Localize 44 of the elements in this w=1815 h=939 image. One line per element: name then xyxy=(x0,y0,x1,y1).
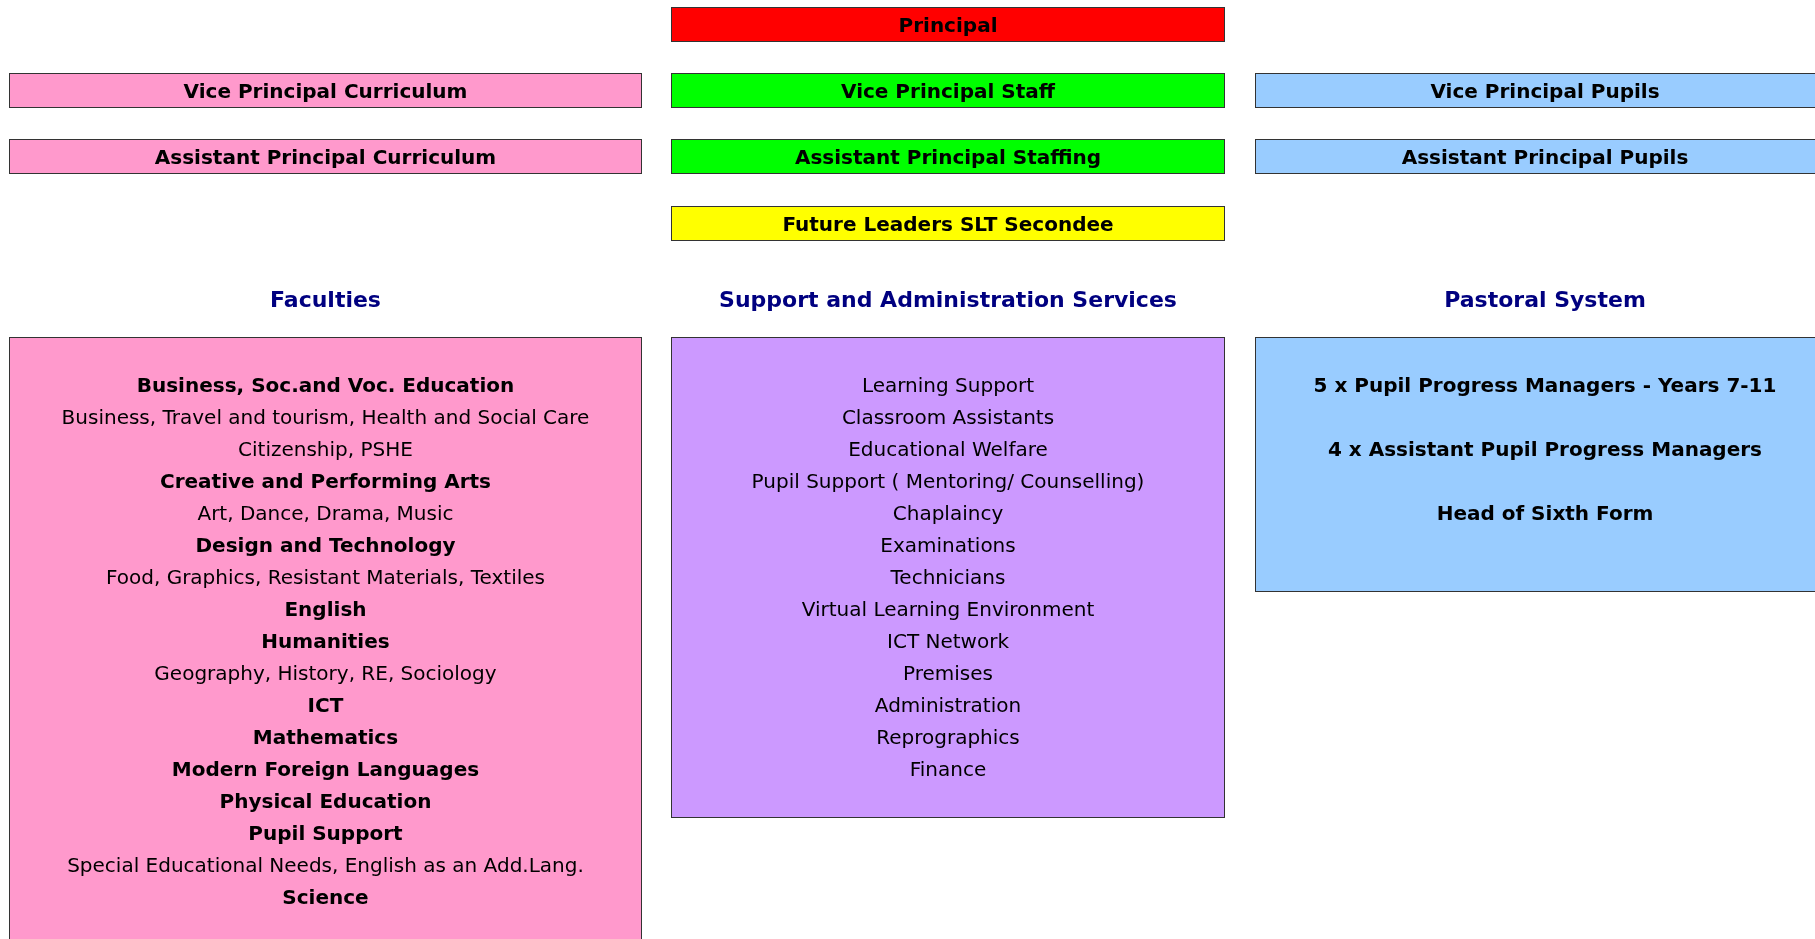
group-heading: English xyxy=(283,596,368,623)
item-text: Classroom Assistants xyxy=(840,404,1056,431)
group-heading: Creative and Performing Arts xyxy=(159,468,492,495)
role-box: Assistant Principal Pupils xyxy=(1255,139,1815,174)
role-box: Assistant Principal Staffing xyxy=(671,139,1225,174)
item-text: Business, Travel and tourism, Health and Social Care xyxy=(60,404,591,431)
item-text: Special Educational Needs, English as an Add.Lang. xyxy=(66,852,585,879)
item-text: Learning Support xyxy=(860,372,1036,399)
group-heading: Science xyxy=(281,884,370,911)
role-box: Vice Principal Staff xyxy=(671,73,1225,108)
section-heading: Support and Administration Services xyxy=(718,286,1178,314)
item-text: Chaplaincy xyxy=(891,500,1005,527)
group-heading: Physical Education xyxy=(218,788,433,815)
item-text: Art, Dance, Drama, Music xyxy=(196,500,455,527)
group-heading: Pupil Support xyxy=(247,820,404,847)
item-text: Premises xyxy=(902,660,994,687)
item-text: Technicians xyxy=(889,564,1007,591)
principal-box: Principal xyxy=(671,7,1225,42)
item-text: Administration xyxy=(873,692,1023,719)
item-text: Reprographics xyxy=(875,724,1021,751)
group-heading: Humanities xyxy=(260,628,391,655)
item-text: Finance xyxy=(908,756,988,783)
group-heading: 5 x Pupil Progress Managers - Years 7-11 xyxy=(1312,372,1778,399)
group-heading: ICT xyxy=(306,692,345,719)
group-heading: 4 x Assistant Pupil Progress Managers xyxy=(1326,436,1764,463)
group-heading: Modern Foreign Languages xyxy=(170,756,481,783)
section-heading: Pastoral System xyxy=(1443,286,1647,314)
role-box: Vice Principal Pupils xyxy=(1255,73,1815,108)
role-box: Future Leaders SLT Secondee xyxy=(671,206,1225,241)
item-text: ICT Network xyxy=(886,628,1010,655)
group-heading: Mathematics xyxy=(251,724,400,751)
item-text: Virtual Learning Environment xyxy=(800,596,1096,623)
group-heading: Head of Sixth Form xyxy=(1435,500,1655,527)
group-heading: Design and Technology xyxy=(194,532,457,559)
role-box: Vice Principal Curriculum xyxy=(9,73,642,108)
item-text: Citizenship, PSHE xyxy=(237,436,414,463)
item-text: Examinations xyxy=(879,532,1017,559)
item-text: Food, Graphics, Resistant Materials, Textiles xyxy=(104,564,547,591)
role-box: Assistant Principal Curriculum xyxy=(9,139,642,174)
item-text: Pupil Support ( Mentoring/ Counselling) xyxy=(750,468,1146,495)
item-text: Geography, History, RE, Sociology xyxy=(153,660,498,687)
group-heading: Business, Soc.and Voc. Education xyxy=(135,372,516,399)
section-heading: Faculties xyxy=(269,286,382,314)
item-text: Educational Welfare xyxy=(847,436,1049,463)
